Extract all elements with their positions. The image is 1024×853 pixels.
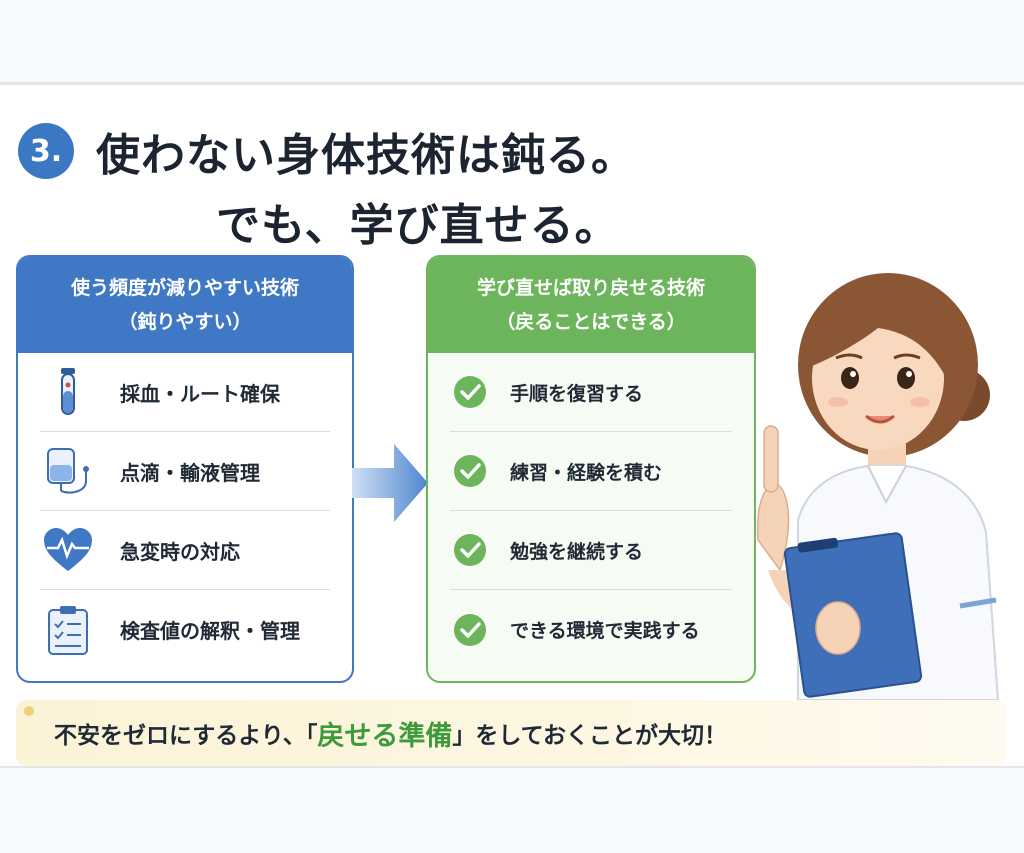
list-item: 練習・経験を積む — [450, 432, 732, 511]
left-panel-header: 使う頻度が減りやすい技術 （鈍りやすい） — [18, 257, 352, 353]
arrow-right-icon — [350, 440, 430, 530]
list-item-label: できる環境で実践する — [510, 620, 700, 642]
right-panel-heading: 学び直せば取り戻せる技術 — [476, 277, 705, 299]
list-item: 手順を復習する — [450, 353, 732, 432]
list-item-label: 点滴・輸液管理 — [120, 460, 260, 485]
section-number-badge: 3. — [18, 123, 74, 179]
title-line-2: でも、学び直せる。 — [216, 200, 620, 251]
banner-text-after: 」をしておくことが大切！ — [452, 723, 727, 749]
check-circle-icon — [450, 602, 490, 658]
nurse-illustration — [728, 270, 1008, 704]
list-item-label: 練習・経験を積む — [510, 461, 663, 484]
check-circle-icon — [450, 364, 490, 420]
list-item-label: 採血・ルート確保 — [120, 381, 280, 406]
list-item: 点滴・輸液管理 — [40, 432, 330, 511]
iv-drip-icon — [40, 443, 96, 499]
banner-emphasis: 戻せる準備 — [317, 720, 453, 752]
list-item-label: 急変時の対応 — [120, 539, 240, 564]
slide: 3. 使わない身体技術は鈍る。 でも、学び直せる。 使う頻度が減りやすい技術 （… — [0, 82, 1024, 768]
left-panel-heading: 使う頻度が減りやすい技術 — [70, 277, 299, 299]
list-item: 採血・ルート確保 — [40, 353, 330, 432]
blood-tube-icon — [40, 364, 96, 420]
check-circle-icon — [450, 522, 490, 578]
list-item-label: 勉強を継続する — [510, 540, 644, 563]
list-item-label: 手順を復習する — [510, 382, 644, 405]
left-panel-subheading: （鈍りやすい） — [118, 311, 252, 333]
heart-pulse-icon — [40, 522, 96, 578]
list-item: 勉強を継続する — [450, 511, 732, 590]
list-item-label: 検査値の解釈・管理 — [120, 619, 300, 643]
list-item: 検査値の解釈・管理 — [40, 590, 330, 669]
check-circle-icon — [450, 443, 490, 499]
banner-text-before: 不安をゼロにするより、「 — [54, 723, 318, 749]
list-item: できる環境で実践する — [450, 590, 732, 669]
right-panel-recoverable-skills: 学び直せば取り戻せる技術 （戻ることはできる） 手順を復習する 練習・経験を積む — [426, 255, 756, 683]
right-panel-subheading: （戻ることはできる） — [496, 311, 686, 333]
right-panel-header: 学び直せば取り戻せる技術 （戻ることはできる） — [428, 257, 754, 353]
decorative-dot — [24, 706, 34, 716]
title-line-1: 使わない身体技術は鈍る。 — [96, 130, 636, 181]
conclusion-banner: 不安をゼロにするより、「戻せる準備」をしておくことが大切！ — [16, 700, 1006, 766]
clipboard-checklist-icon — [40, 602, 96, 658]
left-panel-declining-skills: 使う頻度が減りやすい技術 （鈍りやすい） 採血・ルート確保 — [16, 255, 354, 683]
list-item: 急変時の対応 — [40, 511, 330, 590]
